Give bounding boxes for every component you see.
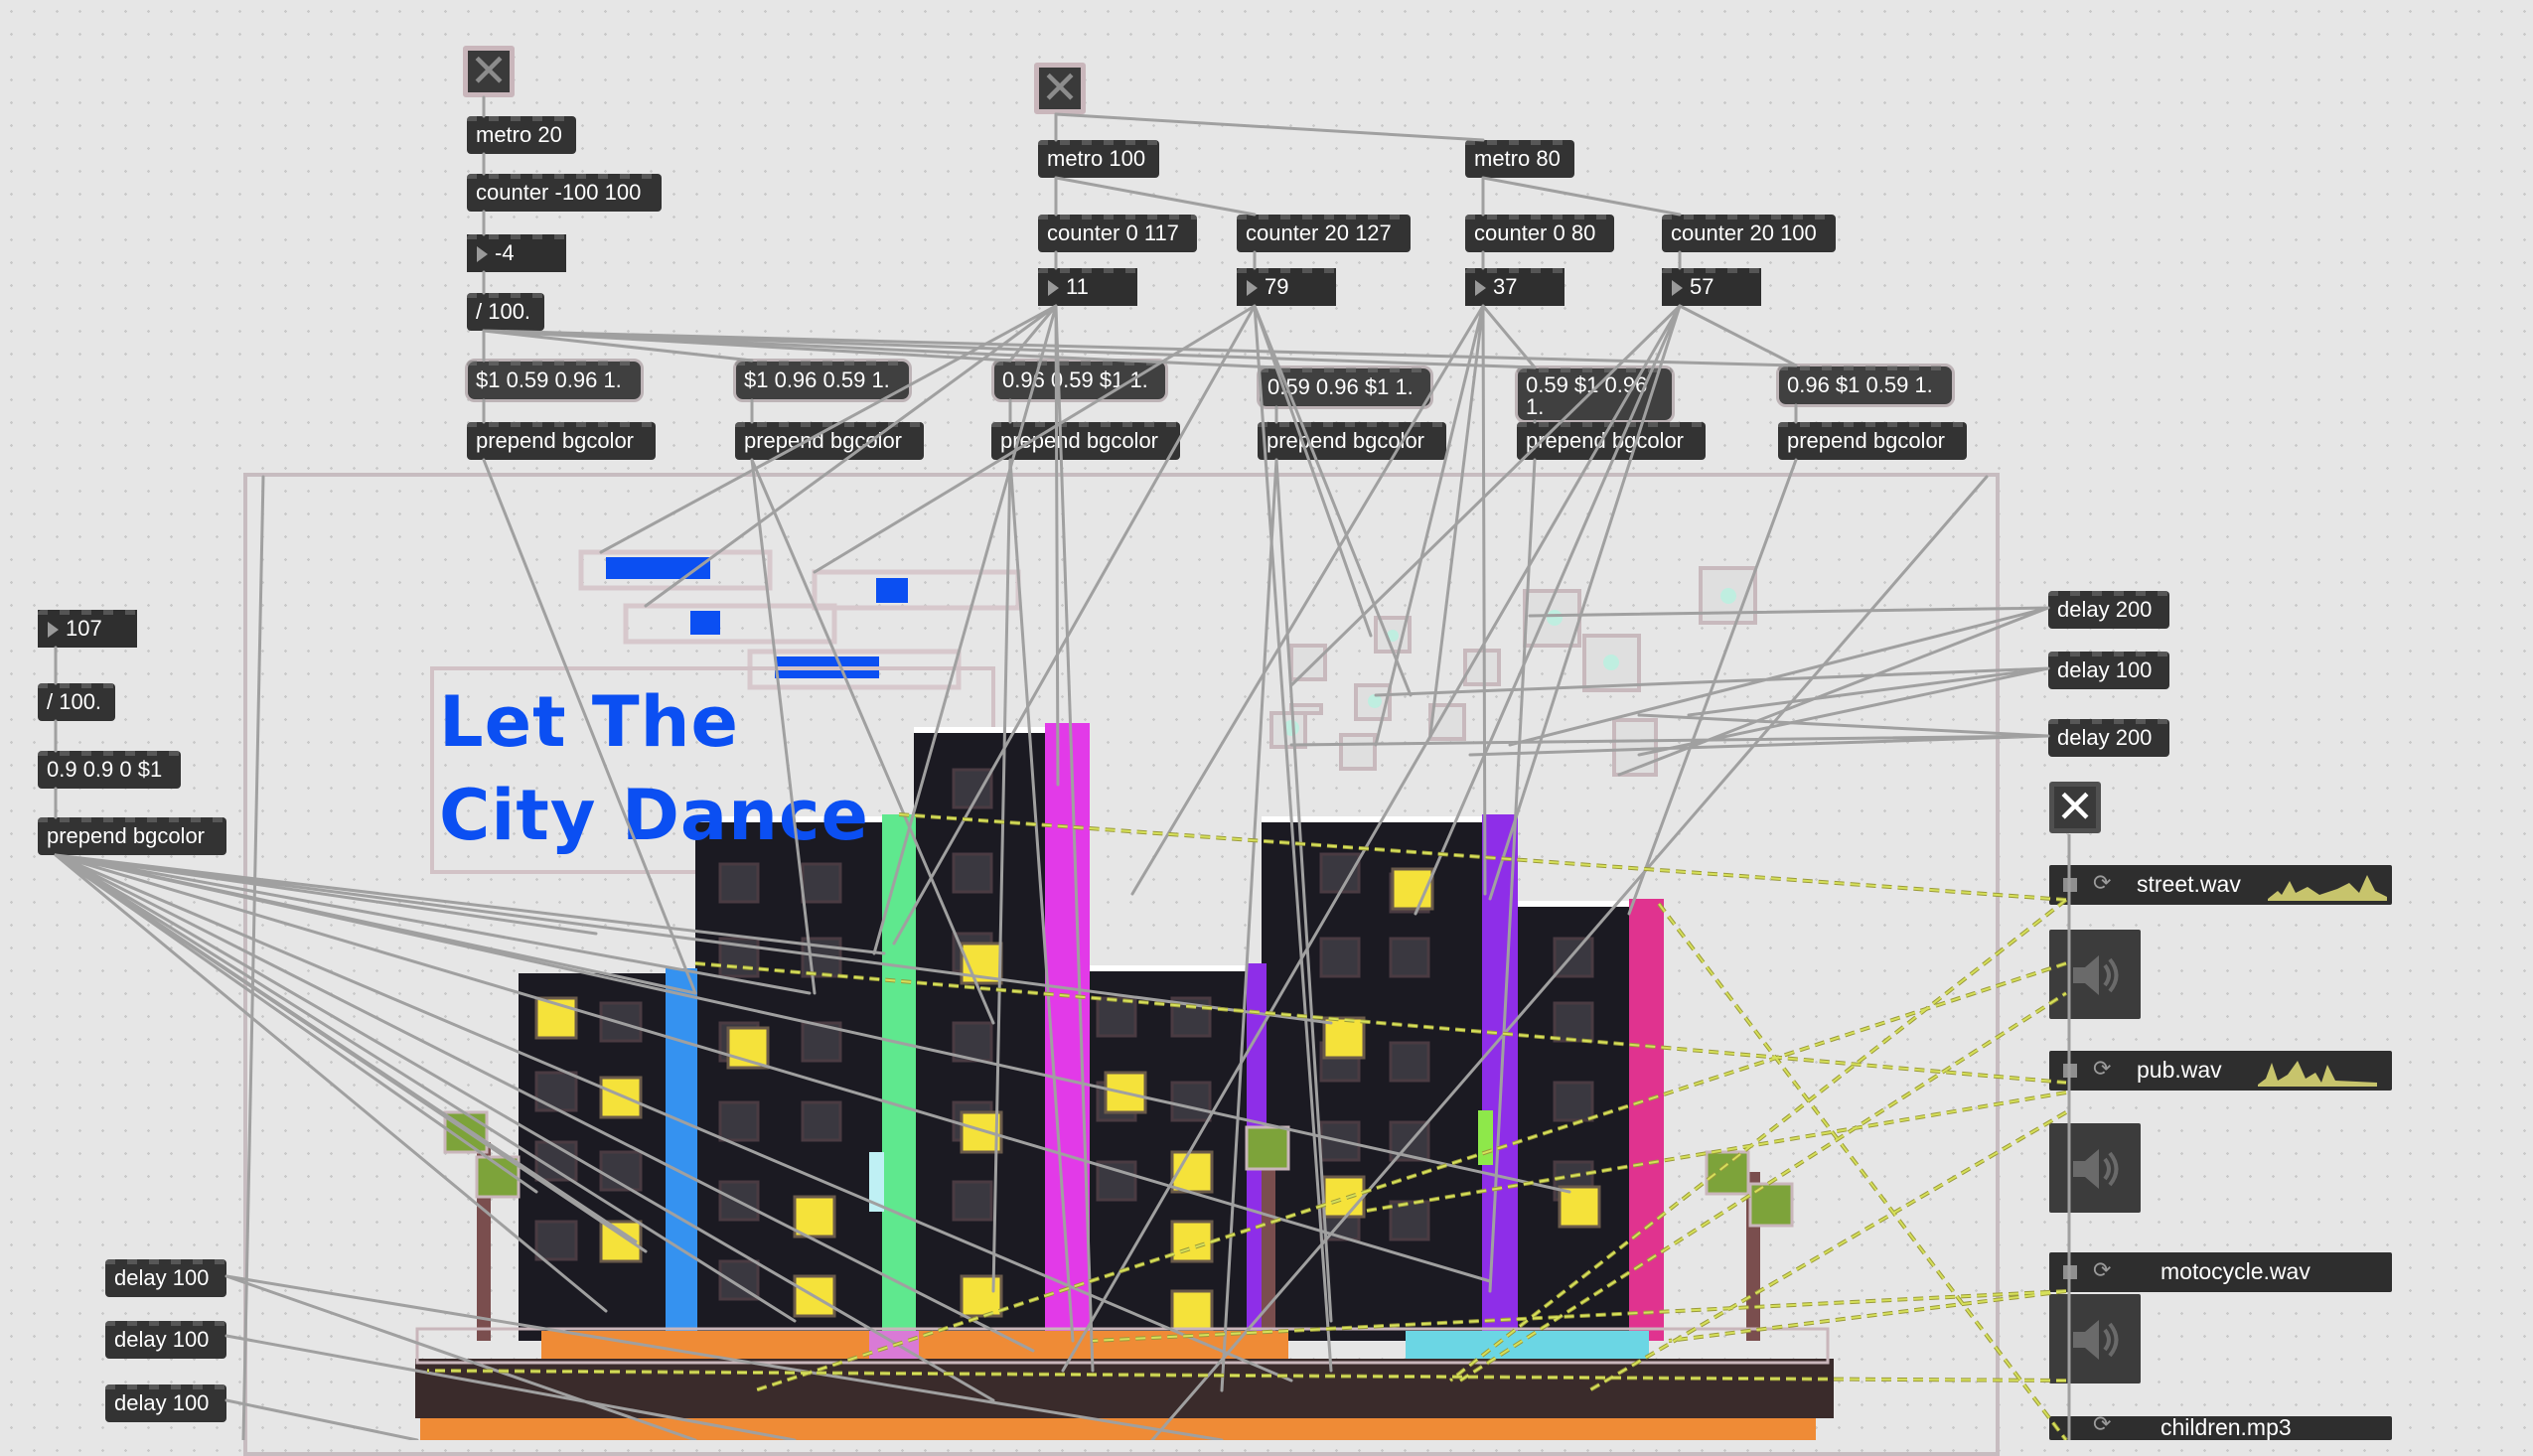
prepend-bgcolor-4[interactable]: prepend bgcolor <box>1258 422 1446 460</box>
blue-bar-3-fill <box>690 611 720 635</box>
loop-icon[interactable]: ⟳ <box>2093 1057 2112 1082</box>
metro-20[interactable]: metro 20 <box>467 116 576 154</box>
delay-right-2[interactable]: delay 100 <box>2048 652 2169 689</box>
speaker-icon <box>2073 955 2119 995</box>
prepend-bgcolor-1[interactable]: prepend bgcolor <box>467 422 656 460</box>
number-box-a[interactable]: -4 <box>467 234 566 272</box>
sound-file-name: street.wav <box>2137 871 2241 897</box>
sound-file-name: children.mp3 <box>2160 1416 2292 1440</box>
yellow-windows <box>534 867 1601 1333</box>
loop-icon[interactable]: ⟳ <box>2093 1416 2112 1437</box>
toggle-audio[interactable]: ✕ <box>2049 782 2101 833</box>
metro-80[interactable]: metro 80 <box>1465 140 1574 178</box>
prepend-bgcolor-left[interactable]: prepend bgcolor <box>38 817 226 855</box>
delay-left-1[interactable]: delay 100 <box>105 1259 226 1297</box>
delay-left-3[interactable]: delay 100 <box>105 1384 226 1422</box>
sfplay-pub[interactable]: ⟳ pub.wav <box>2049 1051 2392 1091</box>
message-6[interactable]: 0.96 $1 0.59 1. <box>1776 364 1955 407</box>
metro-100[interactable]: metro 100 <box>1038 140 1159 178</box>
number-box-79[interactable]: 79 <box>1237 268 1336 306</box>
delay-right-3[interactable]: delay 200 <box>2048 719 2169 757</box>
gain-slider-3[interactable] <box>2049 1294 2141 1383</box>
blue-pipe <box>666 968 697 1341</box>
message-2[interactable]: $1 0.96 0.59 1. <box>733 359 912 402</box>
divide-100-b[interactable]: / 100. <box>38 683 115 721</box>
prepend-bgcolor-6[interactable]: prepend bgcolor <box>1778 422 1967 460</box>
toggle-b[interactable]: ✕ <box>1034 63 1086 114</box>
loop-icon[interactable]: ⟳ <box>2093 1258 2112 1283</box>
counter-20-100[interactable]: counter 20 100 <box>1662 215 1836 252</box>
loop-icon[interactable]: ⟳ <box>2093 871 2112 896</box>
speaker-icon <box>2073 1320 2119 1360</box>
blue-bar-3 <box>623 603 837 645</box>
waveform-icon <box>2258 1061 2377 1087</box>
gain-slider-1[interactable] <box>2049 930 2141 1019</box>
message-1[interactable]: $1 0.59 0.96 1. <box>465 359 644 402</box>
number-box-107[interactable]: 107 <box>38 610 137 648</box>
number-box-37[interactable]: 37 <box>1465 268 1564 306</box>
blue-bar-1 <box>578 549 773 591</box>
message-left[interactable]: 0.9 0.9 0 $1 <box>38 751 181 789</box>
message-3[interactable]: 0.96 0.59 $1 1. <box>991 359 1168 402</box>
counter-0-80[interactable]: counter 0 80 <box>1465 215 1614 252</box>
waveform-icon <box>2268 875 2387 901</box>
blue-bar-2-fill <box>876 578 908 603</box>
delay-right-1[interactable]: delay 200 <box>2048 591 2169 629</box>
counter-neg100-100[interactable]: counter -100 100 <box>467 174 662 212</box>
sound-file-name: motocycle.wav <box>2160 1258 2310 1284</box>
number-box-11[interactable]: 11 <box>1038 268 1137 306</box>
prepend-bgcolor-3[interactable]: prepend bgcolor <box>991 422 1180 460</box>
sfplay-children[interactable]: ⟳ children.mp3 <box>2049 1416 2392 1440</box>
sfplay-motocycle[interactable]: ⟳ motocycle.wav <box>2049 1252 2392 1292</box>
sfplay-street[interactable]: ⟳ street.wav <box>2049 865 2392 905</box>
street <box>415 1359 1834 1418</box>
number-box-57[interactable]: 57 <box>1662 268 1761 306</box>
sound-file-name: pub.wav <box>2137 1057 2222 1083</box>
blue-bar-1-fill <box>606 557 710 579</box>
toggle-a[interactable]: ✕ <box>463 46 515 97</box>
speaker-icon <box>2073 1149 2119 1189</box>
gain-slider-2[interactable] <box>2049 1123 2141 1213</box>
counter-0-117[interactable]: counter 0 117 <box>1038 215 1197 252</box>
counter-20-127[interactable]: counter 20 127 <box>1237 215 1411 252</box>
delay-left-2[interactable]: delay 100 <box>105 1321 226 1359</box>
divide-100-a[interactable]: / 100. <box>467 293 544 331</box>
